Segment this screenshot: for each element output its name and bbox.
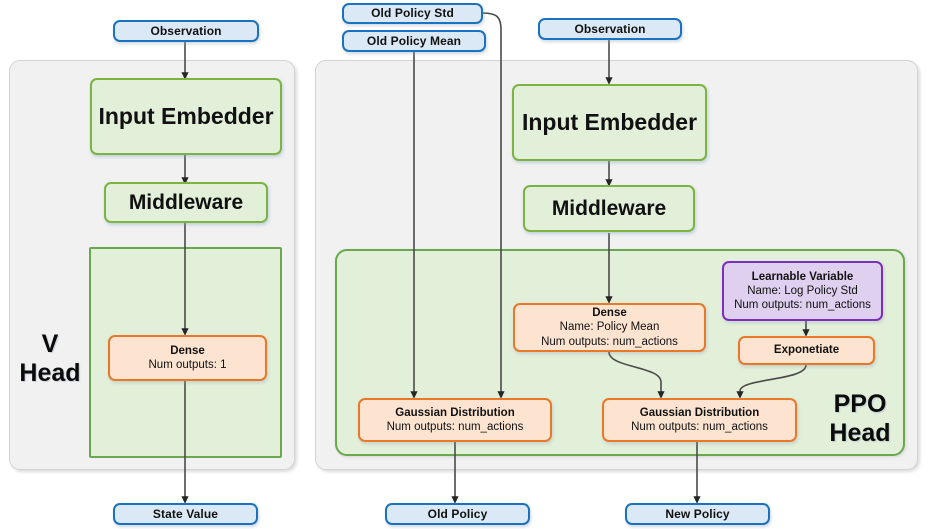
input-old-policy-std[interactable]: Old Policy Std [342, 3, 483, 24]
output-state-value-label: State Value [152, 506, 219, 521]
v-dense-num-outputs: Num outputs: 1 [148, 359, 227, 371]
ppo-head-group-label-line1: PPO [833, 390, 887, 418]
ppo-middleware-box[interactable]: Middleware [523, 185, 695, 232]
learnable-variable-num-outputs: Num outputs: num_actions [734, 299, 871, 311]
ppo-dense-title: Dense [592, 307, 627, 320]
ppo-dense-policy-mean-box[interactable]: Dense Name: Policy Mean Num outputs: num… [513, 303, 706, 352]
output-old-policy-label: Old Policy [427, 506, 488, 521]
gaussian-new-num-outputs: Num outputs: num_actions [631, 421, 768, 433]
exponentiate-label: Exponetiate [773, 344, 840, 357]
learnable-variable-box[interactable]: Learnable Variable Name: Log Policy Std … [722, 261, 883, 321]
v-input-embedder-label: Input Embedder [98, 103, 274, 130]
v-head-group-label-line1: V [41, 330, 59, 358]
exponentiate-box[interactable]: Exponetiate [738, 336, 875, 365]
v-dense-box[interactable]: Dense Num outputs: 1 [108, 335, 267, 381]
ppo-dense-name: Name: Policy Mean [559, 321, 660, 334]
ppo-dense-num-outputs: Num outputs: num_actions [541, 335, 678, 348]
v-middleware-box[interactable]: Middleware [104, 182, 268, 223]
input-observation-v-label: Observation [150, 23, 222, 38]
input-observation-ppo[interactable]: Observation [538, 18, 682, 40]
gaussian-distribution-old-box[interactable]: Gaussian Distribution Num outputs: num_a… [358, 398, 552, 442]
v-head-group-label-line2: Head [19, 358, 81, 387]
input-old-policy-mean-label: Old Policy Mean [366, 33, 462, 48]
output-old-policy[interactable]: Old Policy [385, 503, 530, 525]
ppo-middleware-label: Middleware [551, 196, 667, 220]
learnable-variable-name: Name: Log Policy Std [747, 284, 858, 297]
ppo-input-embedder-label: Input Embedder [521, 109, 698, 136]
input-observation-ppo-label: Observation [574, 21, 646, 36]
input-old-policy-std-label: Old Policy Std [371, 6, 454, 21]
learnable-variable-title: Learnable Variable [751, 270, 854, 283]
input-observation-v[interactable]: Observation [113, 20, 259, 42]
ppo-head-group-label-line2: Head [829, 418, 891, 447]
gaussian-distribution-new-box[interactable]: Gaussian Distribution Num outputs: num_a… [602, 398, 797, 442]
v-head-group-label: V Head [12, 330, 88, 387]
v-dense-title: Dense [170, 344, 205, 357]
output-new-policy[interactable]: New Policy [625, 503, 770, 525]
input-old-policy-mean[interactable]: Old Policy Mean [342, 30, 486, 52]
v-input-embedder-box[interactable]: Input Embedder [90, 78, 282, 155]
gaussian-old-title: Gaussian Distribution [395, 406, 515, 419]
gaussian-old-num-outputs: Num outputs: num_actions [386, 421, 524, 433]
ppo-input-embedder-box[interactable]: Input Embedder [512, 84, 707, 161]
gaussian-new-title: Gaussian Distribution [639, 406, 760, 419]
output-new-policy-label: New Policy [665, 506, 730, 521]
v-middleware-label: Middleware [128, 190, 244, 214]
ppo-head-group-label: PPO Head [820, 390, 900, 447]
output-state-value[interactable]: State Value [113, 503, 258, 525]
